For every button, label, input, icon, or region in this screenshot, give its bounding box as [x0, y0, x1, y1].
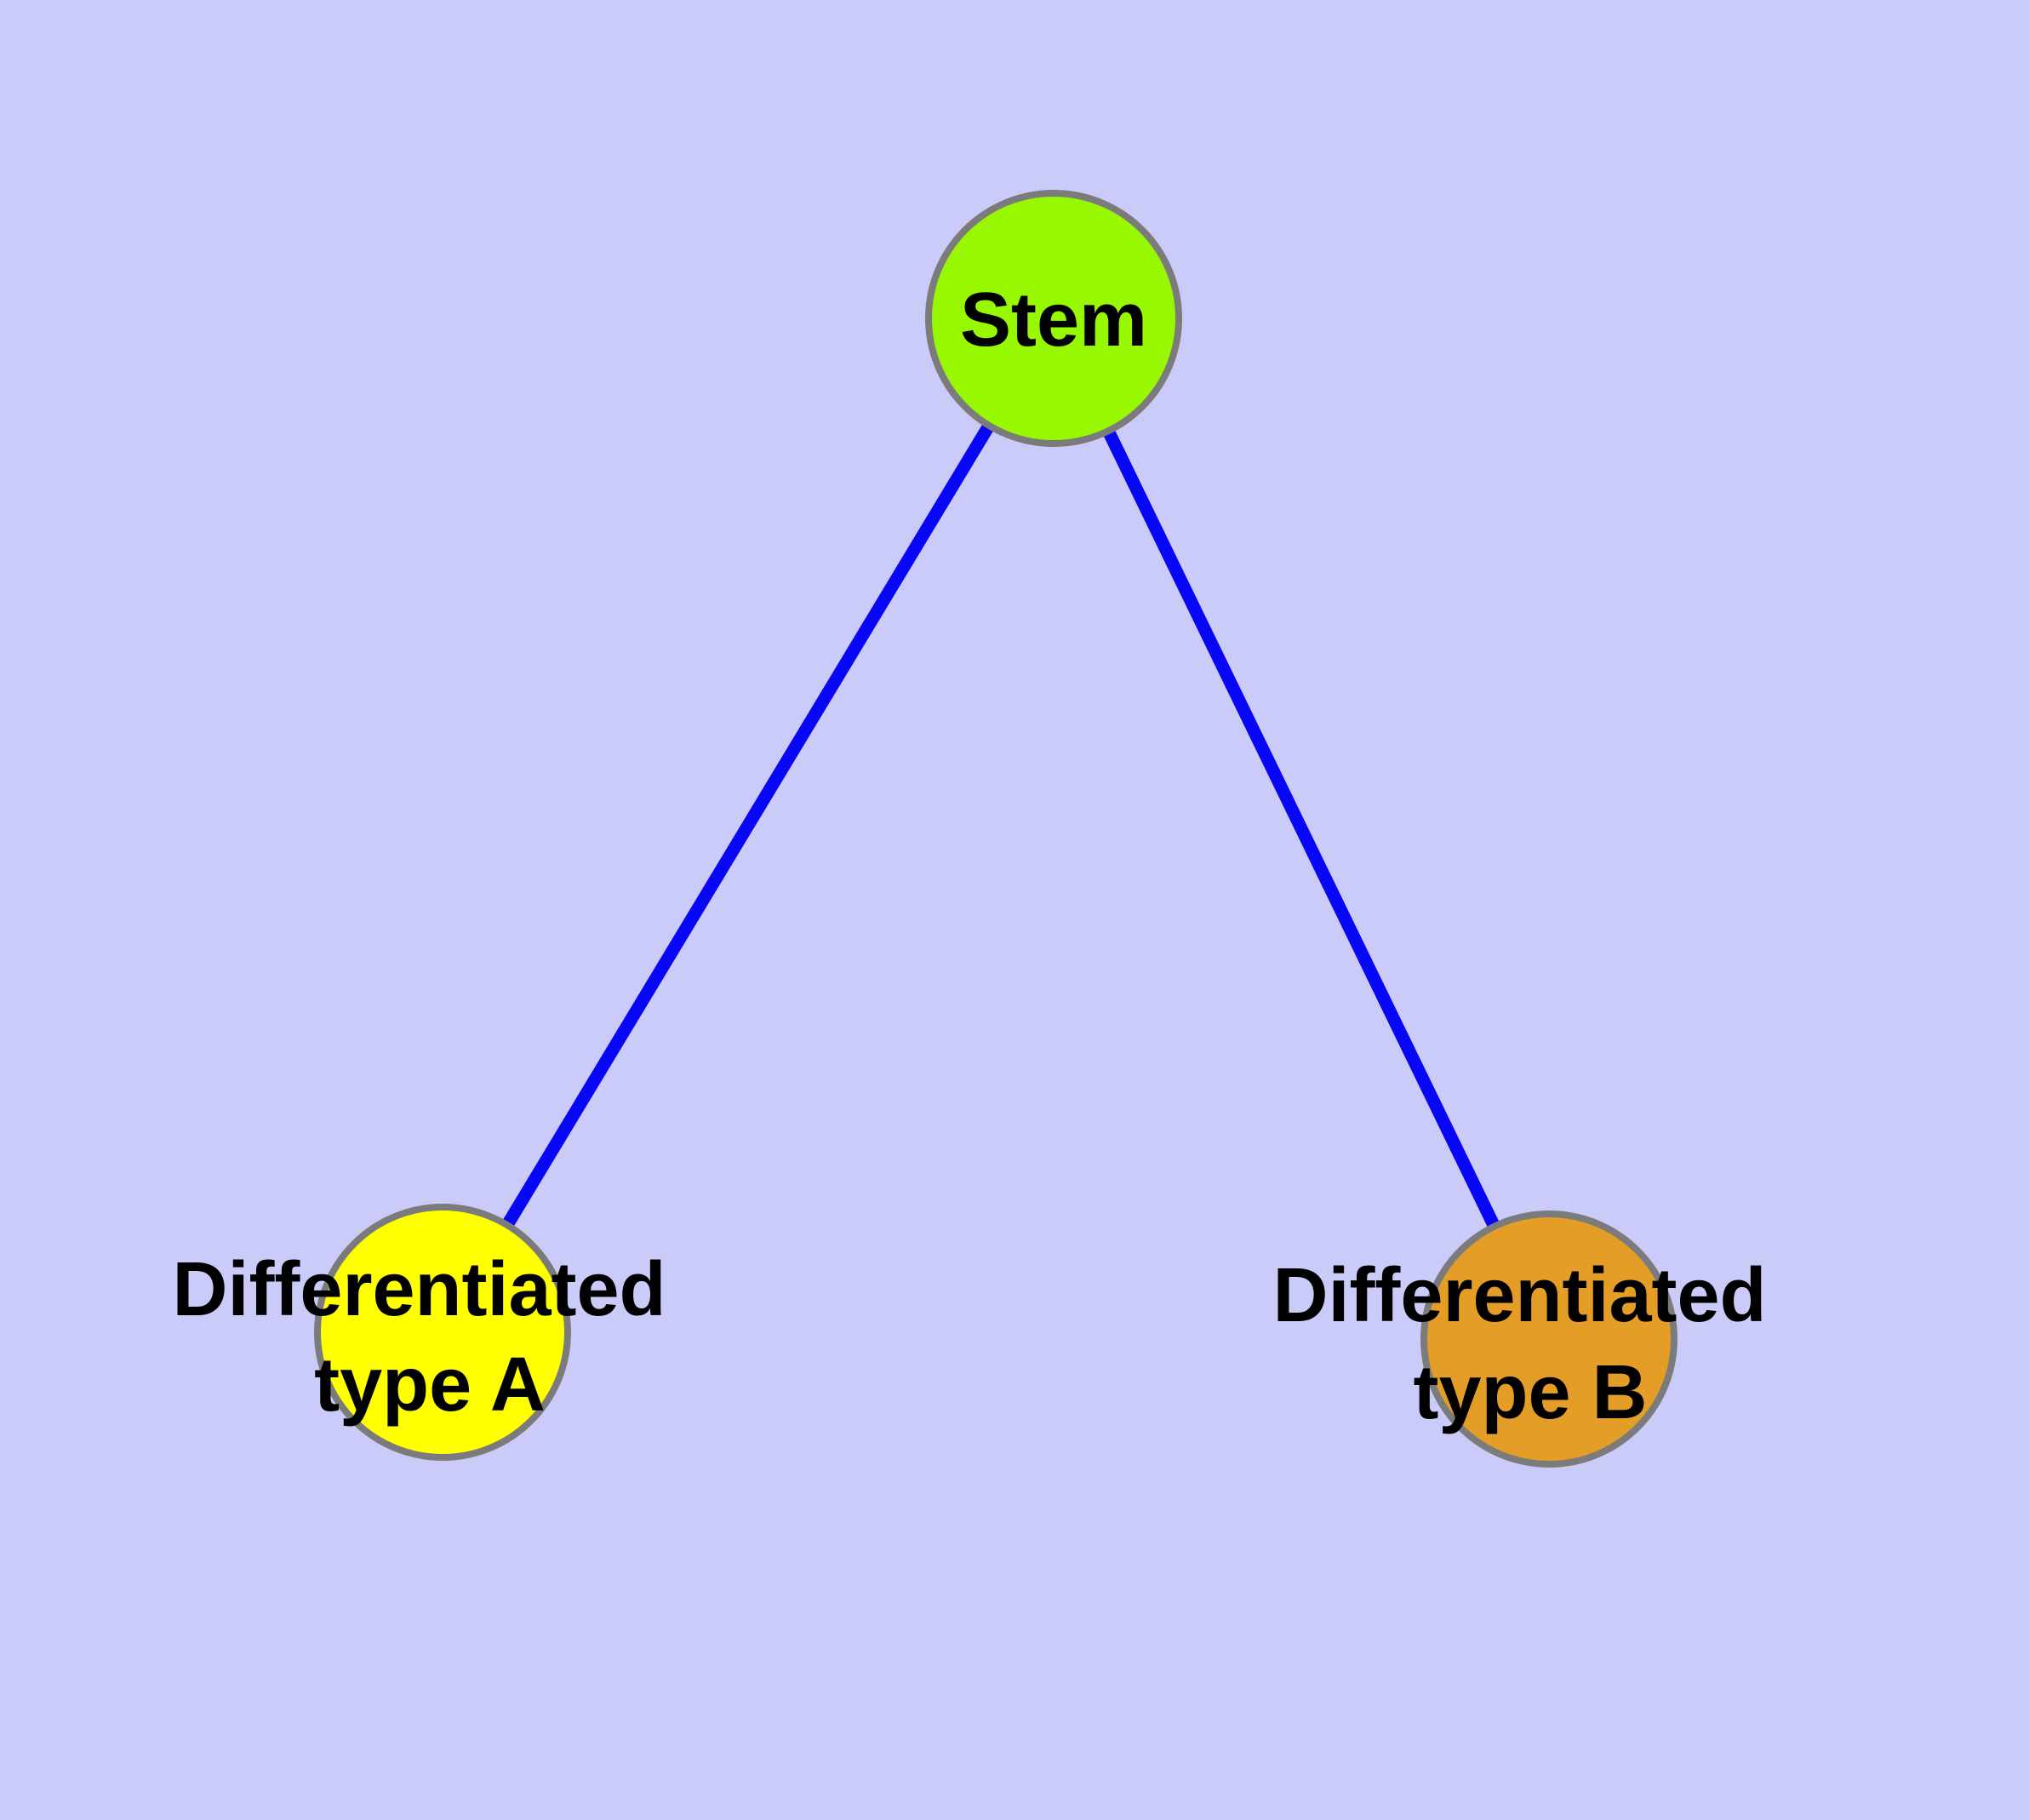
node-differentiated-type-a-label: Differentiated type A — [172, 1247, 687, 1428]
node-stem — [925, 190, 1182, 447]
node-differentiated-type-a-label-line2: type A — [314, 1342, 546, 1428]
node-differentiated-type-b-label: Differentiated type B — [1272, 1253, 1787, 1435]
edge-stem-to-typeB — [1048, 315, 1555, 1342]
node-differentiated-type-b — [1420, 1210, 1677, 1468]
node-stem-label: Stem — [960, 278, 1147, 363]
node-differentiated-type-a — [314, 1204, 571, 1461]
edge-stem-to-typeA — [437, 315, 1060, 1336]
node-differentiated-type-a-label-line1: Differentiated — [172, 1247, 666, 1332]
node-differentiated-type-b-label-line2: type B — [1413, 1350, 1647, 1435]
node-differentiated-type-b-label-line1: Differentiated — [1272, 1253, 1766, 1338]
